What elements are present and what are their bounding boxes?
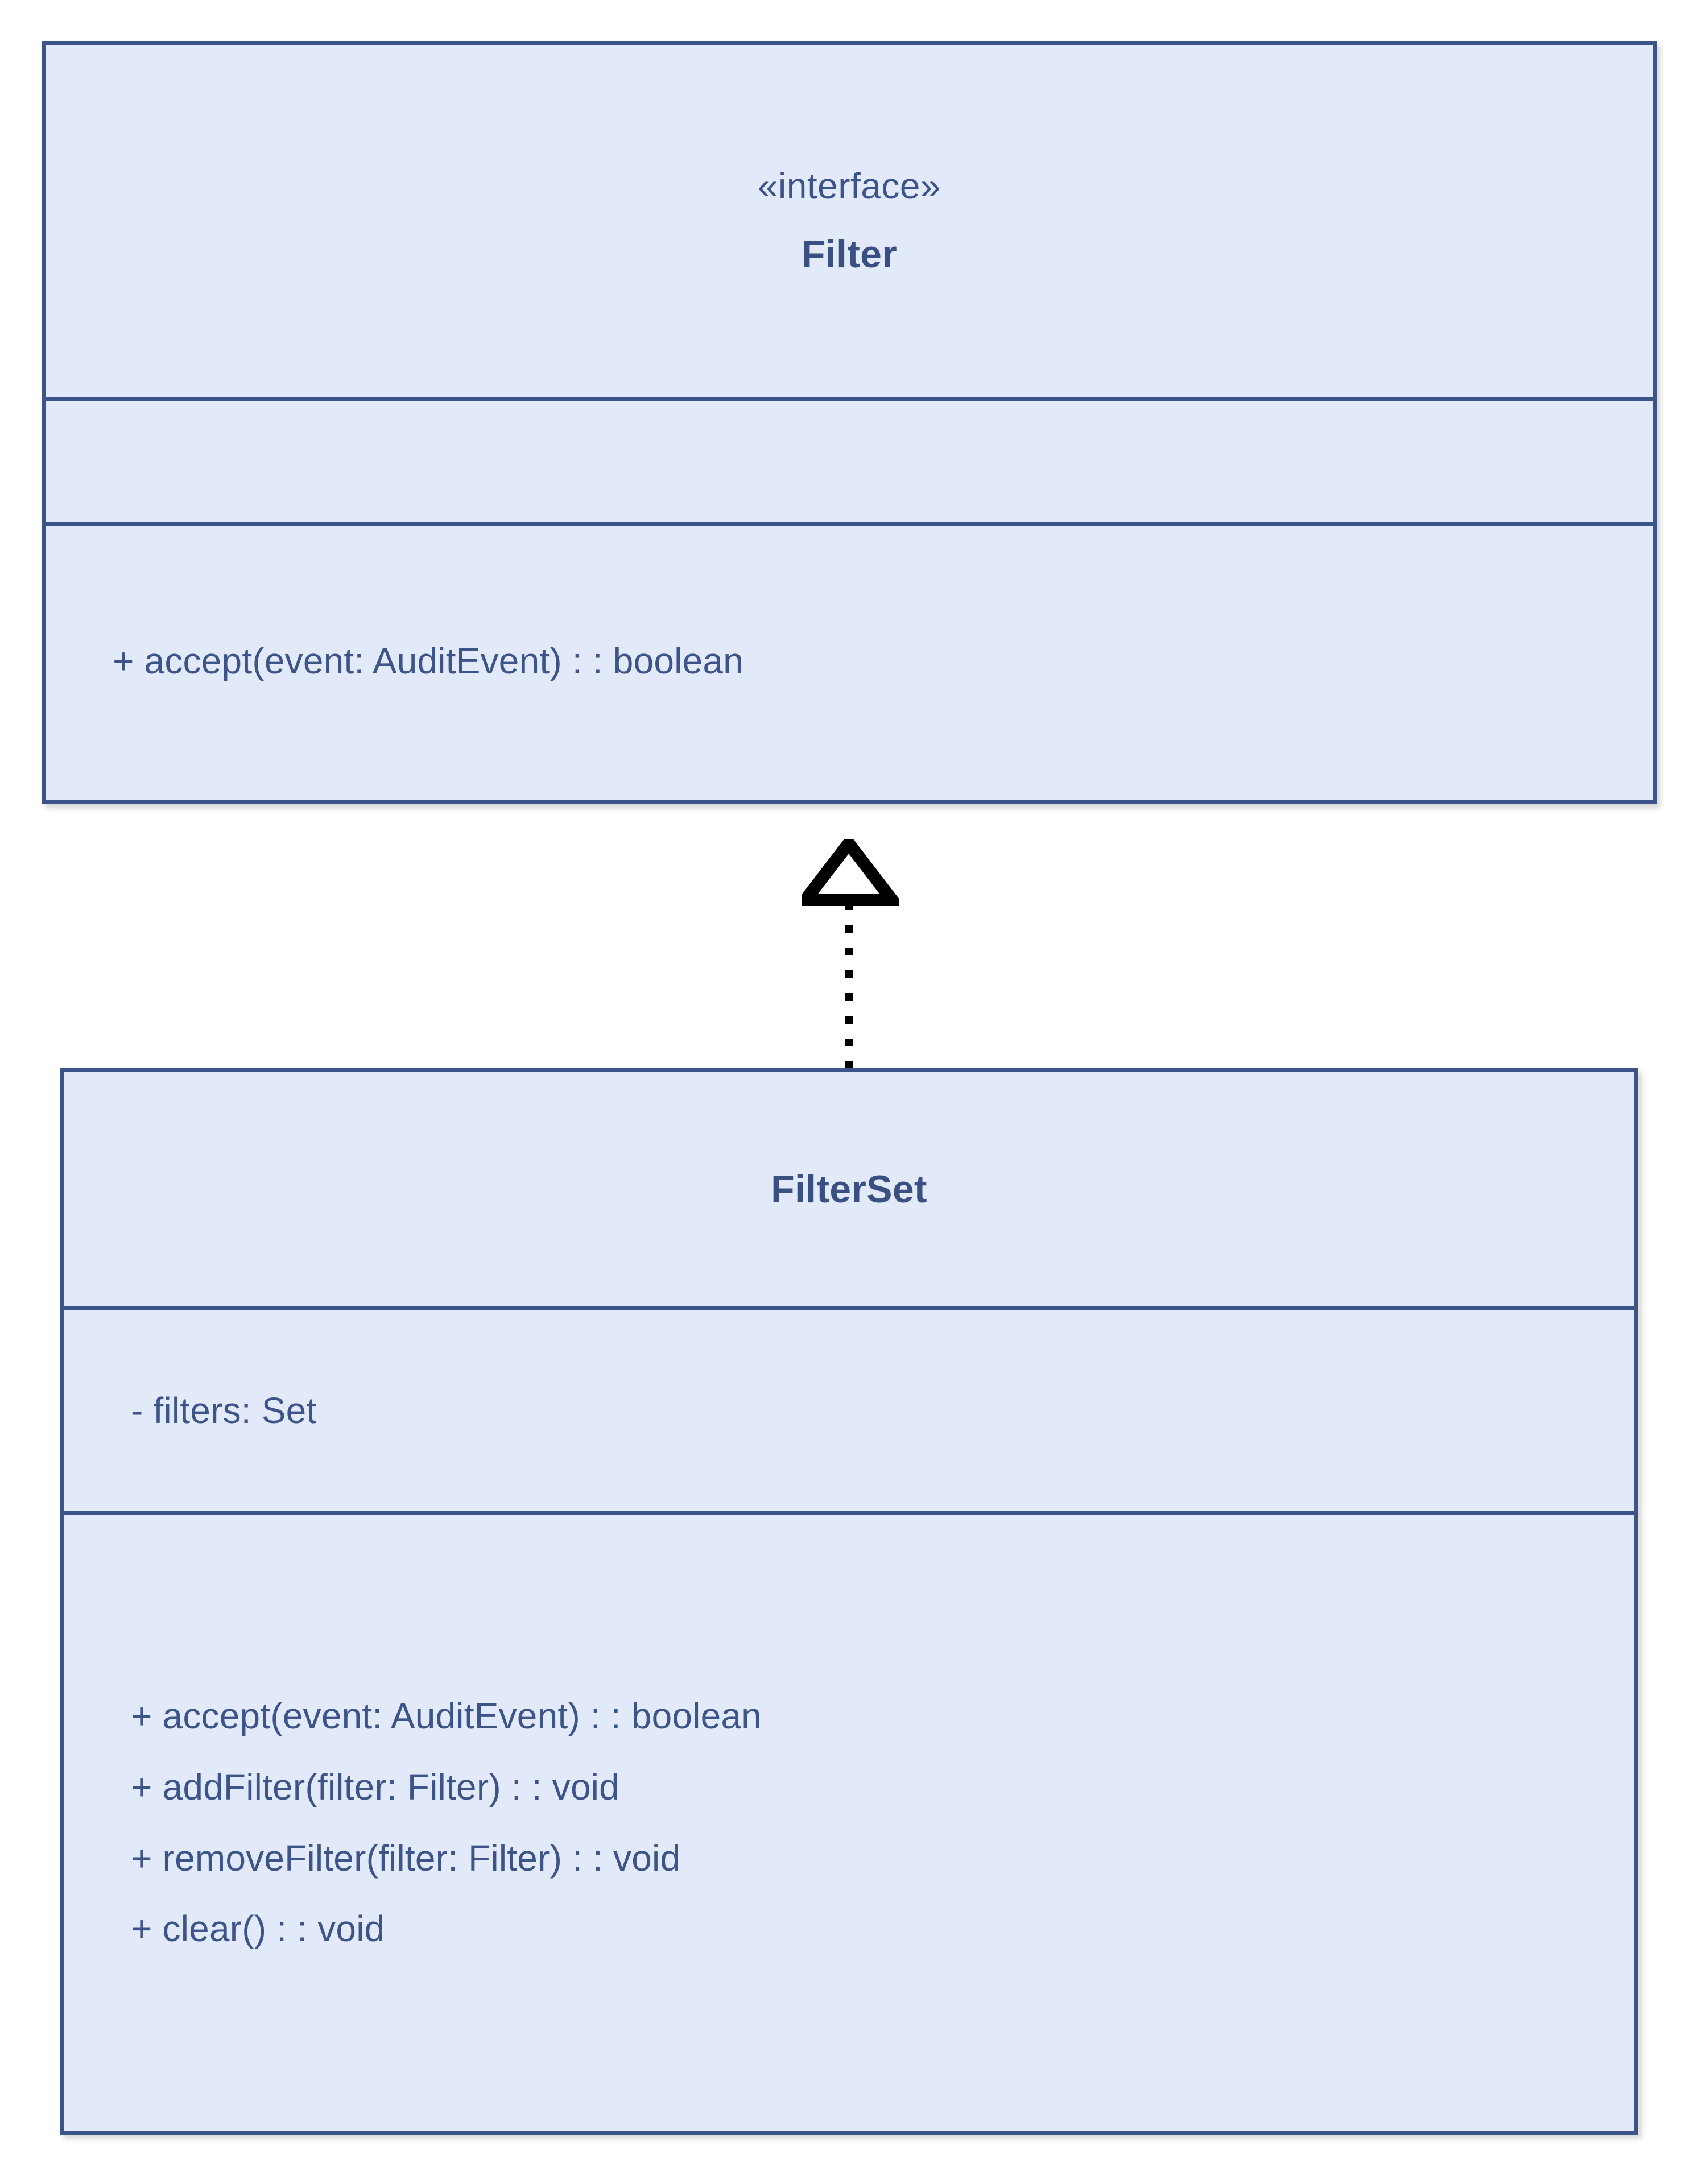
operation-row: + addFilter(filter: Filter) : : void (131, 1766, 619, 1807)
attributes-compartment-filter (46, 397, 1653, 522)
class-name-filter: Filter (801, 233, 898, 276)
attribute-row: - filters: Set (131, 1389, 317, 1431)
stereotype-label-filter: «interface» (757, 165, 941, 206)
operations-compartment-filterset: + accept(event: AuditEvent) : : boolean … (64, 1511, 1634, 2131)
uml-class-filterset[interactable]: FilterSet - filters: Set + accept(event:… (60, 1068, 1638, 2135)
operation-row: + accept(event: AuditEvent) : : boolean (113, 640, 743, 682)
operation-row: + clear() : : void (131, 1908, 385, 1950)
operations-compartment-filter: + accept(event: AuditEvent) : : boolean (46, 522, 1653, 796)
operation-row: + removeFilter(filter: Filter) : : void (131, 1837, 681, 1879)
class-header-filterset: FilterSet (64, 1072, 1634, 1306)
class-header-filter: «interface» Filter (46, 45, 1653, 397)
operation-row: + accept(event: AuditEvent) : : boolean (131, 1695, 762, 1736)
hollow-triangle-arrowhead-icon (802, 839, 899, 906)
class-name-filterset: FilterSet (771, 1167, 927, 1211)
attributes-compartment-filterset: - filters: Set (64, 1306, 1634, 1511)
realization-connector-filterset-to-filter (802, 839, 899, 1069)
uml-class-filter[interactable]: «interface» Filter + accept(event: Audit… (42, 41, 1657, 804)
